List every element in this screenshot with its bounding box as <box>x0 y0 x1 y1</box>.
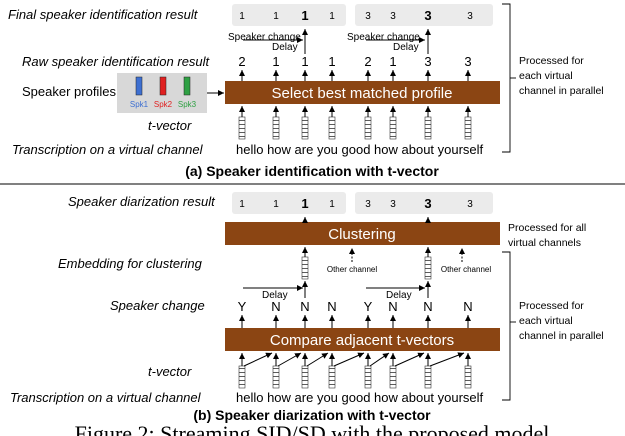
raw-value: 1 <box>301 54 308 69</box>
side-bracket-b <box>502 251 511 401</box>
label-final-result: Final speaker identification result <box>8 7 199 22</box>
diar-result-bar-1 <box>232 192 346 214</box>
side-note-b-line2: each virtual <box>519 315 573 327</box>
spk2-label: Spk2 <box>154 100 173 109</box>
raw-arrows <box>239 70 471 82</box>
speaker-change-label-1: Speaker change <box>228 32 301 43</box>
final-result-bar-1 <box>232 4 346 26</box>
raw-value: 1 <box>272 54 279 69</box>
final-value: 1 <box>329 11 335 22</box>
final-value: 3 <box>390 11 396 22</box>
change-value: N <box>327 299 336 314</box>
spk3-label: Spk3 <box>178 100 197 109</box>
clustering-label: Clustering <box>328 226 396 243</box>
delay-label-a2: Delay <box>393 42 419 53</box>
tvector-arrows-a <box>239 106 471 117</box>
raw-value: 3 <box>424 54 431 69</box>
change-arrows <box>239 315 471 328</box>
side-note-a-line2: each virtual <box>519 70 573 82</box>
change-value: N <box>423 299 432 314</box>
final-value: 3 <box>467 11 473 22</box>
final-value: 3 <box>365 11 371 22</box>
label-raw-result: Raw speaker identification result <box>22 54 211 69</box>
side-note-b-top-line1: Processed for all <box>508 222 586 234</box>
side-note-b-top-line2: virtual channels <box>508 237 581 249</box>
diar-value: 1 <box>273 199 279 210</box>
diar-value: 1 <box>239 199 245 210</box>
diar-result-bar-2 <box>355 192 493 214</box>
figure-caption: Figure 2: Streaming SID/SD with the prop… <box>75 421 550 436</box>
label-speaker-profiles: Speaker profiles <box>22 84 116 99</box>
embedding-vector-1 <box>301 256 309 280</box>
label-tvector-b: t-vector <box>148 364 192 379</box>
tvector-row-a <box>238 116 472 140</box>
raw-value: 2 <box>364 54 371 69</box>
other-channel-label-1: Other channel <box>327 265 377 274</box>
final-value: 1 <box>301 8 308 23</box>
label-embedding: Embedding for clustering <box>58 256 203 271</box>
label-speaker-change: Speaker change <box>110 298 205 313</box>
label-transcription-a: Transcription on a virtual channel <box>12 142 204 157</box>
change-value: N <box>300 299 309 314</box>
transcription-words-a: hello how are you good how about yoursel… <box>236 142 484 157</box>
spk3-vector-icon <box>183 76 191 96</box>
diar-value: 3 <box>424 196 431 211</box>
final-value: 1 <box>273 11 279 22</box>
delay-label-a1: Delay <box>272 42 298 53</box>
delay-label-b2: Delay <box>386 290 412 301</box>
delay-label-b1: Delay <box>262 290 288 301</box>
raw-value: 2 <box>238 54 245 69</box>
final-value: 3 <box>424 8 431 23</box>
panel-a: Final speaker identification result Raw … <box>8 3 604 179</box>
change-value: N <box>271 299 280 314</box>
caption-a: (a) Speaker identification with t-vector <box>185 163 439 179</box>
caption-b: (b) Speaker diarization with t-vector <box>193 407 431 423</box>
embedding-vector-2 <box>424 256 432 280</box>
change-value: Y <box>364 299 373 314</box>
spk2-vector-icon <box>159 76 167 96</box>
final-value: 1 <box>239 11 245 22</box>
diar-value: 3 <box>467 199 473 210</box>
tvector-row-b <box>238 365 472 389</box>
other-channel-label-2: Other channel <box>441 265 491 274</box>
diar-value: 3 <box>365 199 371 210</box>
label-transcription-b: Transcription on a virtual channel <box>10 390 202 405</box>
tvector-arrows-b <box>239 352 471 367</box>
label-tvector-a: t-vector <box>148 118 192 133</box>
change-value: N <box>463 299 472 314</box>
side-note-a-line3: channel in parallel <box>519 85 604 97</box>
side-note-a-line1: Processed for <box>519 55 584 67</box>
diar-value: 3 <box>390 199 396 210</box>
raw-value: 1 <box>328 54 335 69</box>
speaker-change-label-2: Speaker change <box>347 32 420 43</box>
clustering-box <box>225 222 500 245</box>
change-value: Y <box>238 299 247 314</box>
diar-value: 1 <box>329 199 335 210</box>
raw-value: 1 <box>389 54 396 69</box>
transcription-words-b: hello how are you good how about yoursel… <box>236 390 484 405</box>
compare-box <box>225 328 500 351</box>
spk1-label: Spk1 <box>130 100 149 109</box>
diar-value: 1 <box>301 196 308 211</box>
side-note-b-line3: channel in parallel <box>519 330 604 342</box>
select-profile-label: Select best matched profile <box>272 85 453 102</box>
side-note-b-line1: Processed for <box>519 300 584 312</box>
raw-value: 3 <box>464 54 471 69</box>
final-result-bar-2 <box>355 4 493 26</box>
select-profile-box <box>225 81 500 104</box>
side-bracket-a <box>502 3 511 153</box>
panel-b: Speaker diarization result Embedding for… <box>10 192 604 423</box>
change-value: N <box>388 299 397 314</box>
compare-label: Compare adjacent t-vectors <box>270 332 454 349</box>
label-diarization-result: Speaker diarization result <box>68 194 216 209</box>
spk1-vector-icon <box>135 76 143 96</box>
